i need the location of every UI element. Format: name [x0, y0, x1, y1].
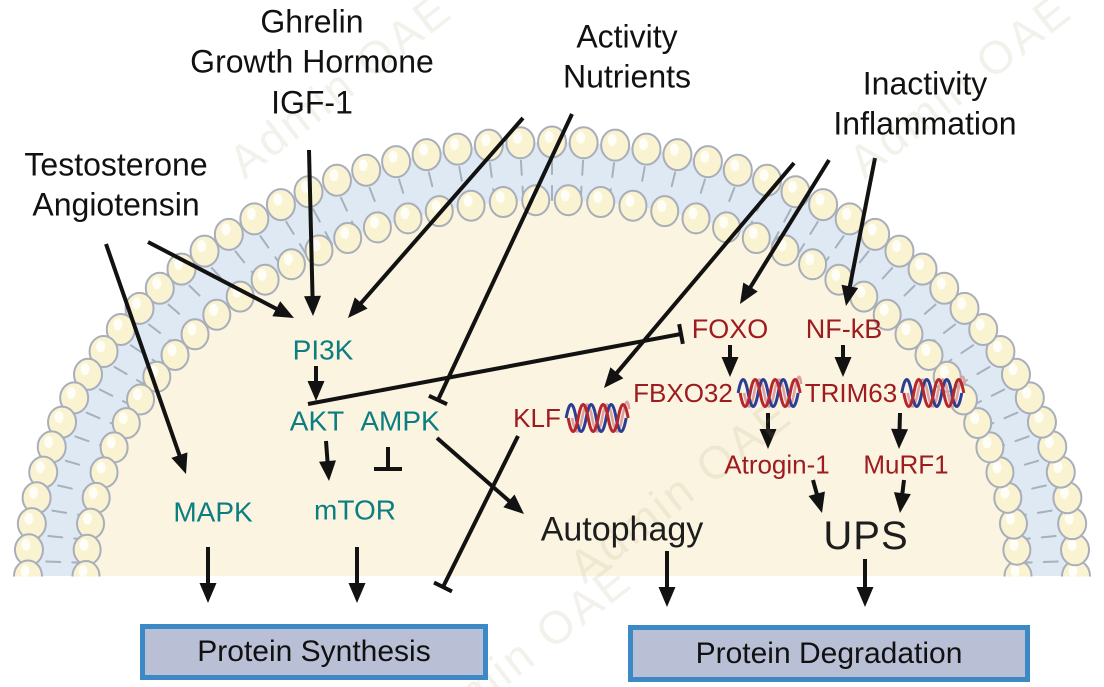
stimulus-activity-nutrients: Activity Nutrients: [562, 18, 692, 95]
node-murf1: MuRF1: [863, 449, 949, 480]
edge-autophagy-to-degradation: [658, 551, 676, 607]
pathway-edges: [104, 113, 911, 607]
edge-akt-to-mtor: [319, 440, 336, 481]
dna-icon: [736, 375, 803, 408]
edge-fbxo32-to-atrogin1: [759, 413, 777, 449]
edge-mtor-to-synthesis: [348, 547, 366, 603]
node-fbxo32-gene: FBXO32: [633, 375, 803, 408]
edge-ampk-inhibits-mtor: [374, 447, 402, 471]
node-ampk: AMPK: [360, 405, 440, 437]
edge-foxo-to-fbxo32: [721, 345, 739, 377]
node-klf-label: KLF: [513, 403, 561, 433]
edge-inactivity-to-nfkb: [841, 157, 877, 306]
node-autophagy: Autophagy: [540, 510, 704, 549]
node-ups: UPS: [823, 513, 909, 558]
node-nfkb: NF-kB: [805, 313, 883, 344]
edge-klf-inhibits-synthesis: [433, 435, 520, 594]
node-trim63-label: TRIM63: [804, 378, 898, 408]
edge-mapk-to-synthesis: [199, 547, 217, 603]
dna-icon: [564, 400, 631, 433]
edge-ampk-to-autophagy: [435, 436, 524, 514]
edge-activity-to-pi3k: [348, 116, 525, 318]
edge-ghrelin-to-pi3k: [304, 149, 322, 316]
node-pi3k: PI3K: [292, 334, 354, 366]
node-fbxo32-label: FBXO32: [633, 378, 733, 408]
edge-testosterone-to-mapk: [104, 243, 188, 474]
cytoplasm: [82, 196, 1022, 576]
node-foxo: FOXO: [691, 313, 769, 344]
protein-synthesis-label: Protein Synthesis: [197, 635, 431, 668]
edge-murf1-to-ups: [893, 479, 911, 513]
edge-trim63-to-murf1: [891, 412, 909, 449]
edge-akt-inhibits-foxo: [307, 323, 685, 406]
node-akt: AKT: [289, 405, 345, 437]
protein-degradation-box: Protein Degradation: [628, 625, 1030, 682]
node-trim63-gene: TRIM63: [804, 375, 967, 408]
edge-atrogin1-to-ups: [808, 479, 825, 513]
stimulus-testosterone-angiotensin: Testosterone Angiotensin: [24, 146, 208, 223]
protein-synthesis-box: Protein Synthesis: [140, 624, 488, 680]
protein-degradation-label: Protein Degradation: [695, 636, 963, 670]
lipid-bilayer-membrane: [13, 125, 1091, 577]
edge-pi3k-to-akt: [307, 366, 325, 401]
dna-icon: [900, 375, 967, 408]
edge-activity-inhibits-ampk: [428, 113, 574, 407]
edge-inactivity-to-foxo: [740, 158, 831, 304]
node-atrogin1: Atrogin-1: [724, 449, 830, 480]
stimulus-anabolic-hormones: Ghrelin Growth Hormone IGF-1: [190, 3, 434, 121]
node-klf-gene: KLF: [513, 400, 631, 433]
node-mtor: mTOR: [314, 494, 396, 526]
edge-nfkb-to-trim63: [834, 345, 852, 377]
edge-ups-to-degradation: [856, 559, 874, 607]
stimulus-inactivity-inflammation: Inactivity Inflammation: [833, 65, 1017, 142]
node-mapk: MAPK: [173, 496, 253, 528]
edge-testosterone-to-pi3k: [147, 240, 294, 318]
